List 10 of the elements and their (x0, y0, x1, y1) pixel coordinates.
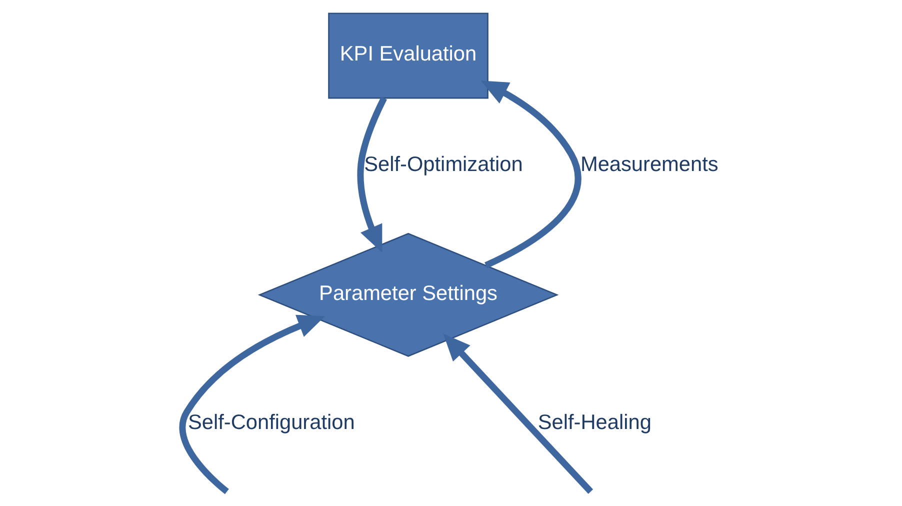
edge-label: Self-Optimization (364, 152, 523, 176)
node-diamond: Parameter Settings (258, 232, 559, 357)
edge-label: Measurements (580, 152, 718, 176)
arrow (480, 80, 582, 268)
arrow (179, 314, 325, 494)
arrow (357, 96, 387, 253)
arrow (443, 334, 594, 494)
edge-label: Self-Configuration (188, 410, 355, 434)
edge-label: Self-Healing (538, 410, 652, 434)
node-box: KPI Evaluation (328, 12, 488, 99)
